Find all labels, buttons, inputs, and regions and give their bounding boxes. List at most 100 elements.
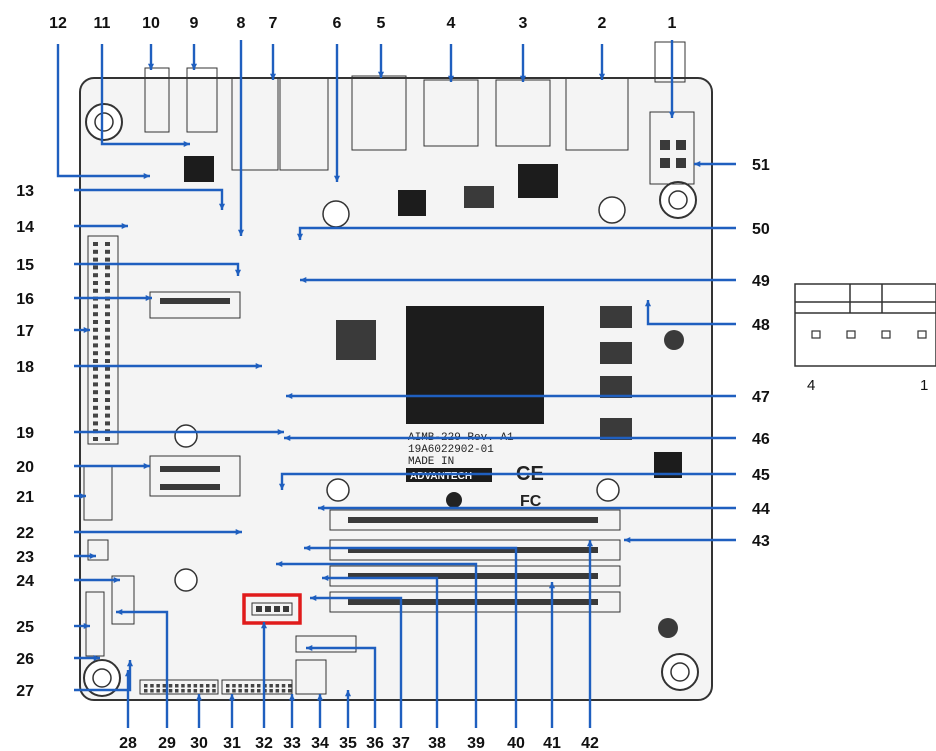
callout-number-9: 9 [190,15,199,32]
leader-23-arrowhead [89,552,96,560]
leader-32-arrowhead [260,622,268,629]
leader-29-arrowhead [116,608,123,616]
callout-number-8: 8 [237,15,246,32]
leader-44-arrowhead [318,504,325,512]
leader-42-arrowhead [586,540,594,547]
callout-number-50: 50 [752,221,770,238]
callout-number-24: 24 [16,573,34,590]
callout-number-10: 10 [142,15,160,32]
leader-30-arrowhead [195,694,203,701]
callout-number-21: 21 [16,489,34,506]
callout-number-41: 41 [543,735,561,751]
leader-48 [646,300,736,326]
callout-number-17: 17 [16,323,34,340]
leader-27-arrowhead [126,660,134,667]
callout-number-27: 27 [16,683,34,700]
callout-number-4: 4 [447,15,456,32]
board: AIMB-229 Rev. A1 19A6022902-01 MADE IN A… [79,41,713,701]
lan-port-2 [279,77,329,171]
leader-13-arrowhead [218,203,226,210]
leader-11-arrowhead [183,140,190,148]
callout-number-7: 7 [269,15,278,32]
callout-number-15: 15 [16,257,34,274]
leader-16-arrowhead [145,294,152,302]
leader-19-arrowhead [277,428,284,436]
leader-29 [116,610,169,728]
bottom-header-30 [139,679,219,695]
leader-18-arrowhead [255,362,262,370]
leader-43-arrowhead [624,536,631,544]
callout-number-34: 34 [311,735,329,751]
silk-brand: ADVANTECH [410,471,472,482]
leader-41-arrowhead [548,582,556,589]
cpu-fan-highlight [242,593,302,625]
vga-port [565,77,629,151]
inset-pin-4: 4 [807,377,815,394]
mounting-hole-mid-2 [598,196,626,224]
leader-11 [100,44,190,146]
leader-12 [56,44,150,178]
callout-number-51: 51 [752,157,770,174]
fc-mark: FC [520,493,542,510]
lan-port-1 [231,77,279,171]
silk-part-no: 19A6022902-01 [408,444,494,456]
leader-7-arrowhead [269,73,277,80]
mounting-hole-bottom-right [661,653,699,691]
callout-number-39: 39 [467,735,485,751]
callout-number-48: 48 [752,317,770,334]
leader-40 [304,546,518,728]
leader-1-arrowhead [668,111,676,118]
callout-number-16: 16 [16,291,34,308]
mounting-hole-top-left [85,103,123,141]
leader-47-arrowhead [286,392,293,400]
leader-13 [74,188,224,210]
leader-22-arrowhead [235,528,242,536]
callout-number-49: 49 [752,273,770,290]
leader-5-arrowhead [377,71,385,78]
leader-35-arrowhead [344,690,352,697]
leader-3-arrowhead [519,75,527,82]
callout-number-1: 1 [668,15,677,32]
callout-lines [56,40,736,728]
callout-number-43: 43 [752,533,770,550]
leader-33-arrowhead [288,694,296,701]
mounting-hole-mid-4 [326,478,350,502]
callout-number-26: 26 [16,651,34,668]
leader-15-arrowhead [234,269,242,276]
mounting-hole-mid-3 [174,424,198,448]
expansion-pin-header [87,235,119,445]
leader-14-arrowhead [121,222,128,230]
leader-34-arrowhead [316,694,324,701]
callout-number-42: 42 [581,735,599,751]
usb-stack [351,75,407,151]
m2-slot-2 [149,455,241,497]
callout-number-2: 2 [598,15,607,32]
leader-36-arrowhead [306,644,313,652]
leader-10-arrowhead [147,63,155,70]
leader-39 [276,562,478,728]
callout-number-33: 33 [283,735,301,751]
callout-number-5: 5 [377,15,386,32]
callout-number-14: 14 [16,219,34,236]
dc-power-jack [654,41,686,83]
callout-number-23: 23 [16,549,34,566]
mounting-hole-mid-5 [596,478,620,502]
callout-number-36: 36 [366,735,384,751]
leader-39-arrowhead [276,560,283,568]
callout-number-6: 6 [333,15,342,32]
leader-2-arrowhead [598,73,606,80]
bottom-header-34 [295,659,327,695]
bottom-header-31 [221,679,293,695]
leader-37 [310,596,403,728]
bottom-header-36 [295,635,357,653]
callout-number-32: 32 [255,735,273,751]
leader-24-arrowhead [113,576,120,584]
silk-made-in: MADE IN [408,456,454,468]
callout-number-29: 29 [158,735,176,751]
leader-20-arrowhead [143,462,150,470]
callout-number-3: 3 [519,15,528,32]
callout-number-19: 19 [16,425,34,442]
leader-49-arrowhead [300,276,307,284]
leader-38-arrowhead [322,574,329,582]
